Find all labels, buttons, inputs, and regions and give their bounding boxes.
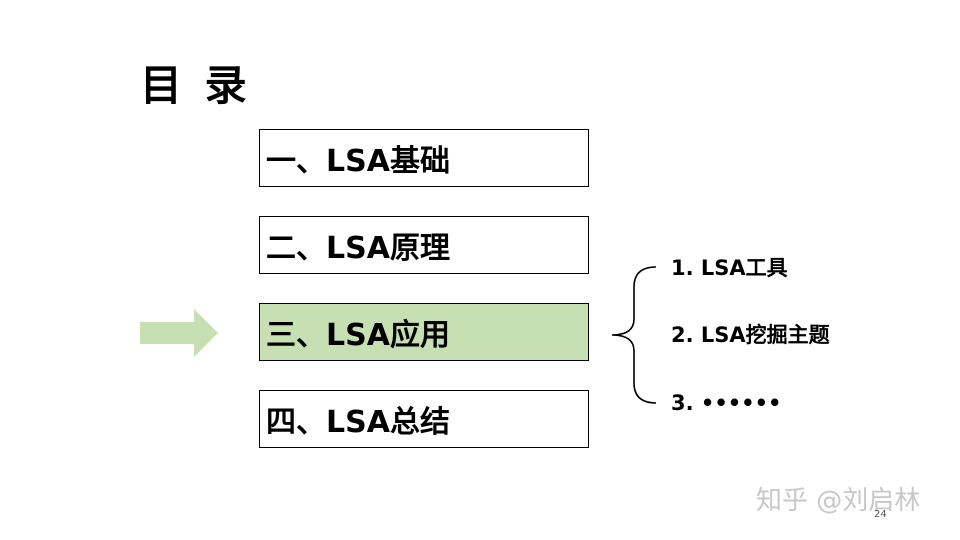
curly-brace-icon (611, 266, 657, 404)
sub-item-topic-mining: 2. LSA挖掘主题 (671, 323, 830, 347)
right-arrow-icon (140, 309, 218, 357)
page-number: 24 (874, 509, 887, 520)
toc-item-principles: 二、LSA原理 (259, 216, 589, 274)
toc-item-label: 三、LSA应用 (266, 318, 450, 353)
sub-item-tools: 1. LSA工具 (671, 256, 788, 280)
slide-title: 目 录 (140, 61, 251, 110)
toc-item-applications: 三、LSA应用 (259, 303, 589, 361)
toc-item-label: 二、LSA原理 (266, 231, 450, 266)
toc-item-summary: 四、LSA总结 (259, 390, 589, 448)
toc-item-label: 一、LSA基础 (266, 144, 450, 179)
toc-item-label: 四、LSA总结 (266, 405, 450, 440)
toc-item-basics: 一、LSA基础 (259, 129, 589, 187)
sub-item-more: 3. •••••• (671, 391, 782, 415)
watermark: 知乎 @刘启林 (756, 486, 921, 516)
